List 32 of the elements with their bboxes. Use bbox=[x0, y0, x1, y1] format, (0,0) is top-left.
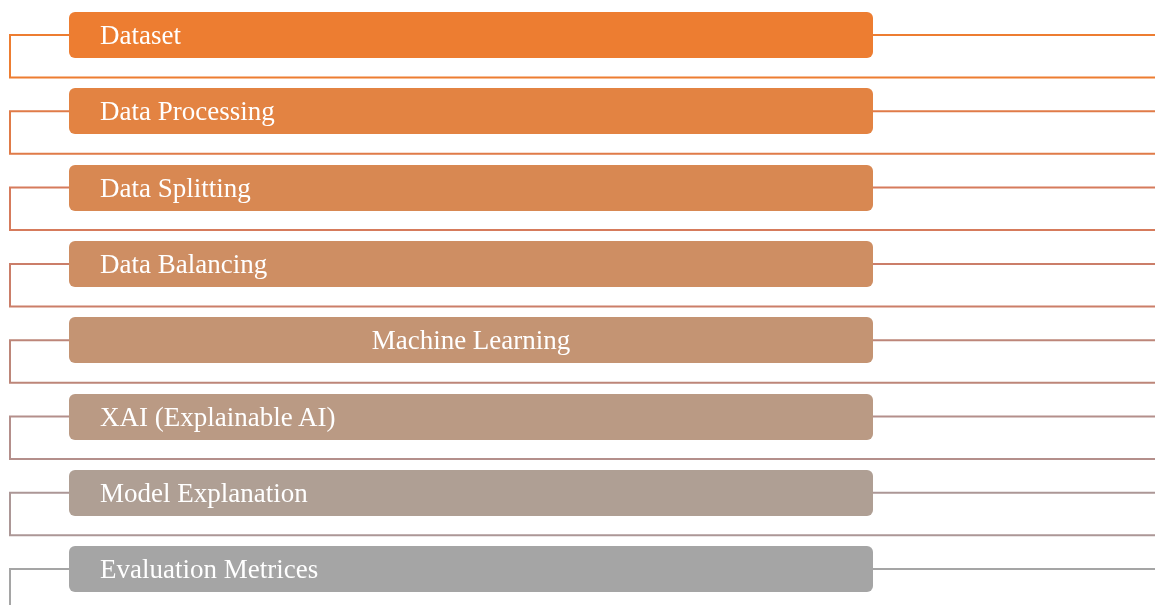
step-label: Evaluation Metrices bbox=[100, 553, 319, 587]
step-label: XAI (Explainable AI) bbox=[100, 400, 336, 434]
connector-line bbox=[9, 339, 1155, 384]
step-label: Data Processing bbox=[100, 95, 275, 129]
connector-line bbox=[872, 186, 1155, 189]
step-label: Data Splitting bbox=[100, 171, 251, 205]
connector-line bbox=[9, 262, 1155, 308]
process-box bbox=[69, 469, 873, 516]
step-label: Model Explanation bbox=[100, 476, 308, 510]
connector-line bbox=[872, 568, 1155, 571]
connector-line bbox=[9, 34, 1155, 79]
connector-line bbox=[872, 339, 1155, 342]
step-label: Data Balancing bbox=[100, 247, 268, 281]
process-box bbox=[69, 88, 873, 135]
connector-line bbox=[872, 262, 1155, 265]
connector-line bbox=[872, 110, 1155, 113]
connector-line bbox=[872, 415, 1155, 418]
process-box bbox=[69, 546, 873, 593]
connector-line bbox=[9, 491, 1155, 537]
connector-line bbox=[872, 34, 1155, 36]
connector-line bbox=[9, 186, 1155, 232]
connector-line bbox=[9, 110, 1155, 155]
process-box bbox=[69, 240, 873, 287]
process-box bbox=[69, 393, 873, 440]
process-box bbox=[69, 164, 873, 211]
connector-line bbox=[872, 491, 1155, 494]
process-box bbox=[69, 12, 873, 58]
process-box bbox=[69, 317, 873, 364]
step-label: Machine Learning bbox=[371, 324, 571, 358]
connector-line bbox=[9, 415, 1155, 460]
connector-line bbox=[9, 568, 70, 605]
step-label: Dataset bbox=[100, 19, 181, 52]
